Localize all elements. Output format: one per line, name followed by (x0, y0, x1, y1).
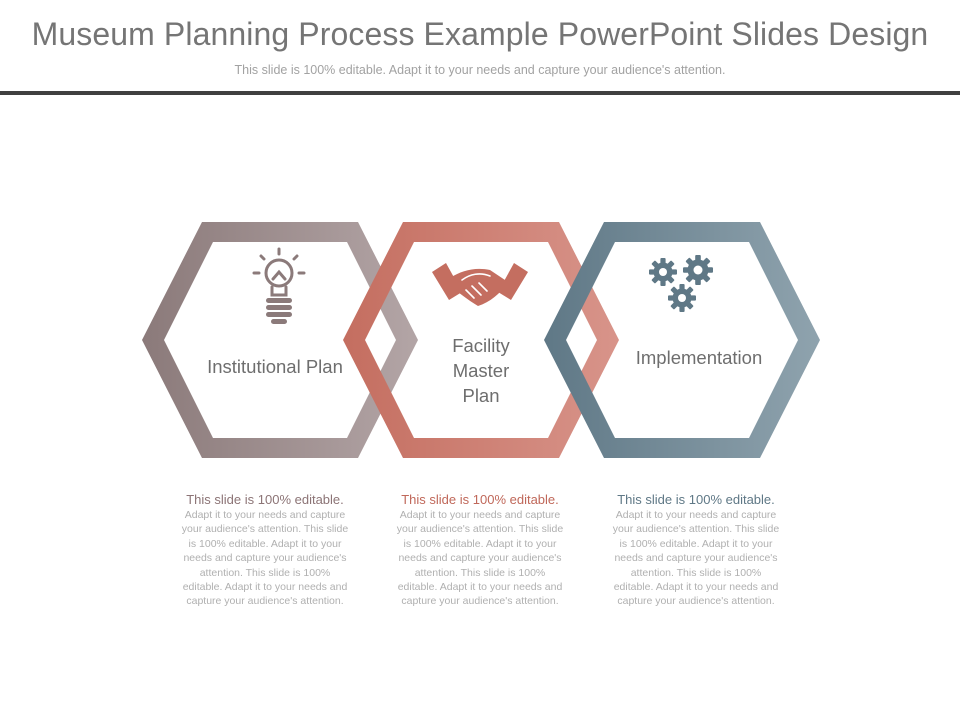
gear-icon (649, 258, 677, 286)
description-heading: This slide is 100% editable. (186, 492, 344, 507)
handshake-icon (432, 263, 528, 306)
hexagon-institutional-plan (142, 222, 418, 458)
slide-title: Museum Planning Process Example PowerPoi… (31, 16, 929, 52)
header-divider (0, 91, 960, 95)
gear-icon (668, 284, 696, 312)
lightbulb-icon (252, 247, 306, 324)
stage-label-implementation: Implementation (635, 347, 763, 368)
stage-label-facility-master-plan: Facility Master Plan (452, 335, 510, 406)
description-body: Adapt it to your needs and capture your … (181, 509, 349, 608)
description-body: Adapt it to your needs and capture your … (396, 509, 564, 608)
stage-label-institutional-plan: Institutional Plan (207, 356, 343, 377)
description-heading: This slide is 100% editable. (401, 492, 559, 507)
slide-subtitle: This slide is 100% editable. Adapt it to… (234, 63, 726, 77)
gear-icon (683, 255, 713, 285)
description-body: Adapt it to your needs and capture your … (612, 509, 780, 608)
description-facility-master-plan: This slide is 100% editable. Adapt it to… (380, 492, 580, 609)
gears-icon (649, 255, 713, 312)
description-implementation: This slide is 100% editable. Adapt it to… (596, 492, 796, 609)
description-heading: This slide is 100% editable. (617, 492, 775, 507)
hexagon-implementation (544, 222, 820, 458)
description-institutional-plan: This slide is 100% editable. Adapt it to… (165, 492, 365, 609)
